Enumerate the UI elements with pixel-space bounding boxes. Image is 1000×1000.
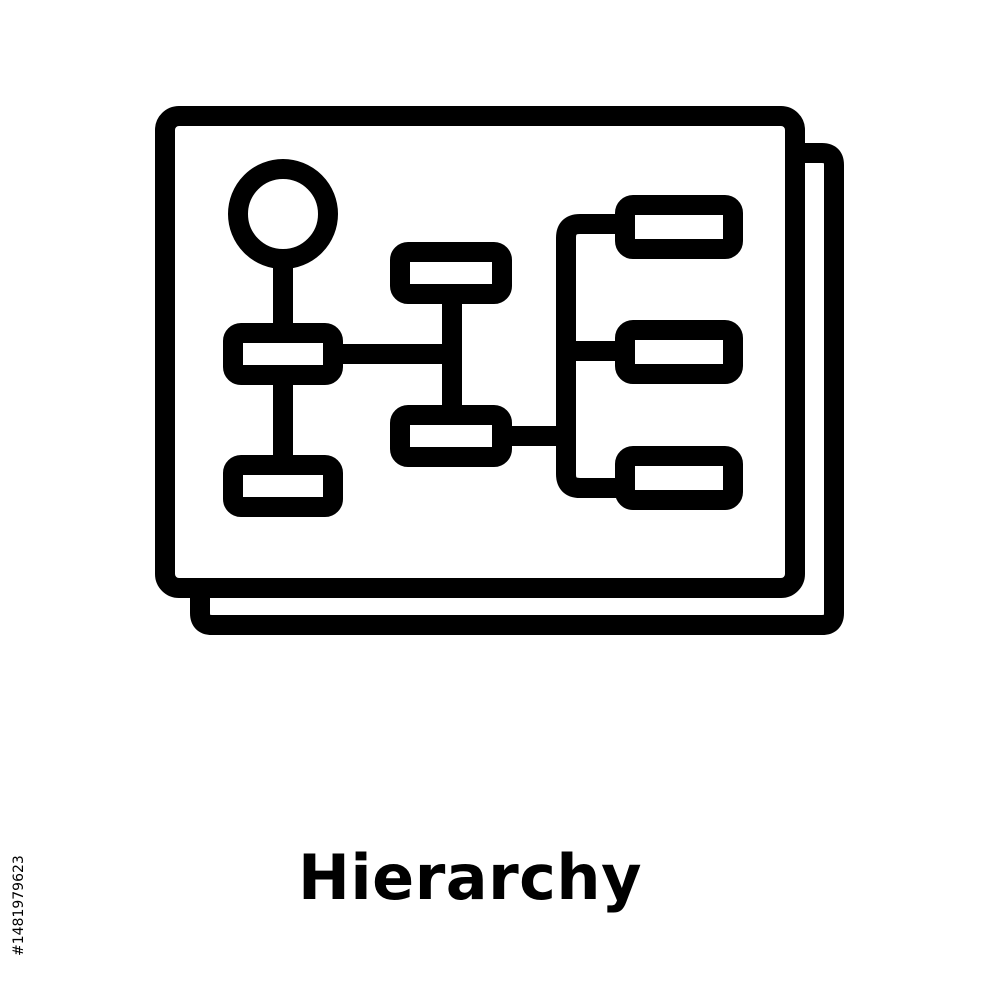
center-box-bottom [390,405,512,467]
stock-id-label: #1481979623 [11,855,27,956]
icon-caption: Hierarchy [298,841,642,914]
right-box-top [615,195,743,259]
left-box-bottom [223,455,343,517]
right-box-middle [615,320,743,384]
right-box-bottom [615,446,743,510]
front-board [155,106,805,598]
root-node-circle [228,159,338,269]
back-sheet [190,143,844,635]
hierarchy-icon [155,106,844,635]
